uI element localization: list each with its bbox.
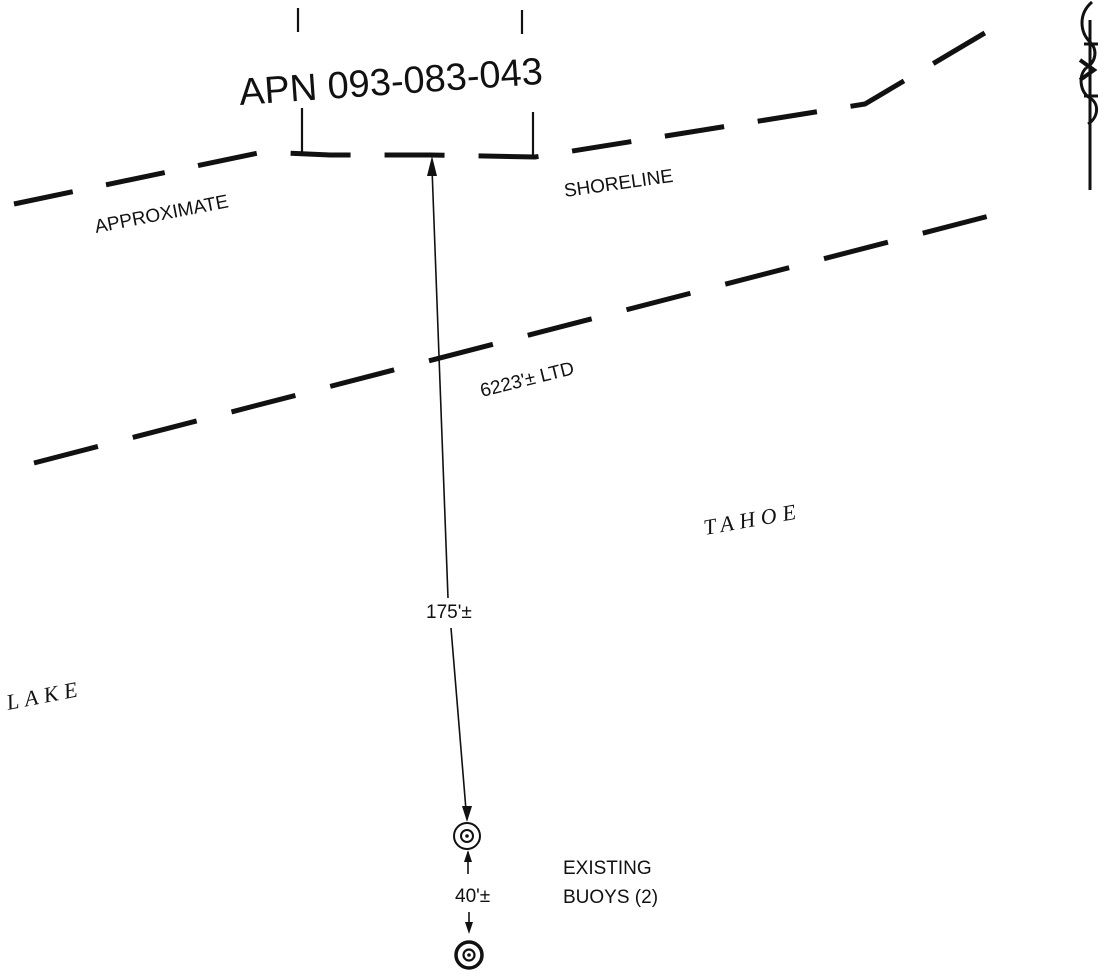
dimension-line-upper bbox=[431, 167, 449, 599]
dimension-label-175: 175'± bbox=[426, 602, 472, 623]
shoreline-label-right: SHORELINE bbox=[563, 166, 675, 202]
dimension-175 bbox=[431, 167, 467, 811]
dimension-arrowhead-top bbox=[427, 156, 437, 176]
north-arrow-icon bbox=[1078, 0, 1098, 190]
dimension-40-arrowhead-top bbox=[464, 850, 472, 862]
dimension-arrowhead-bottom bbox=[462, 806, 472, 822]
lake-name-first: LAKE bbox=[3, 676, 85, 716]
shoreline-label-left: APPROXIMATE bbox=[93, 191, 230, 238]
dimension-40-arrowhead-bottom bbox=[465, 922, 473, 934]
dimension-label-40: 40'± bbox=[455, 886, 490, 907]
buoy-icon bbox=[454, 940, 484, 970]
buoy-note-line2: BUOYS (2) bbox=[563, 887, 658, 908]
parcel-label: APN 093-083-043 bbox=[238, 51, 544, 114]
ltd-contour-line bbox=[33, 205, 1021, 466]
shoreline-line bbox=[13, 15, 1012, 207]
dimension-line-lower bbox=[450, 627, 467, 811]
contour-label: 6223'± LTD bbox=[478, 358, 576, 402]
property-lines bbox=[296, 8, 535, 156]
buoy-note-line1: EXISTING bbox=[563, 858, 652, 879]
buoy-icon bbox=[453, 822, 481, 850]
lake-name-second: TAHOE bbox=[702, 498, 804, 540]
